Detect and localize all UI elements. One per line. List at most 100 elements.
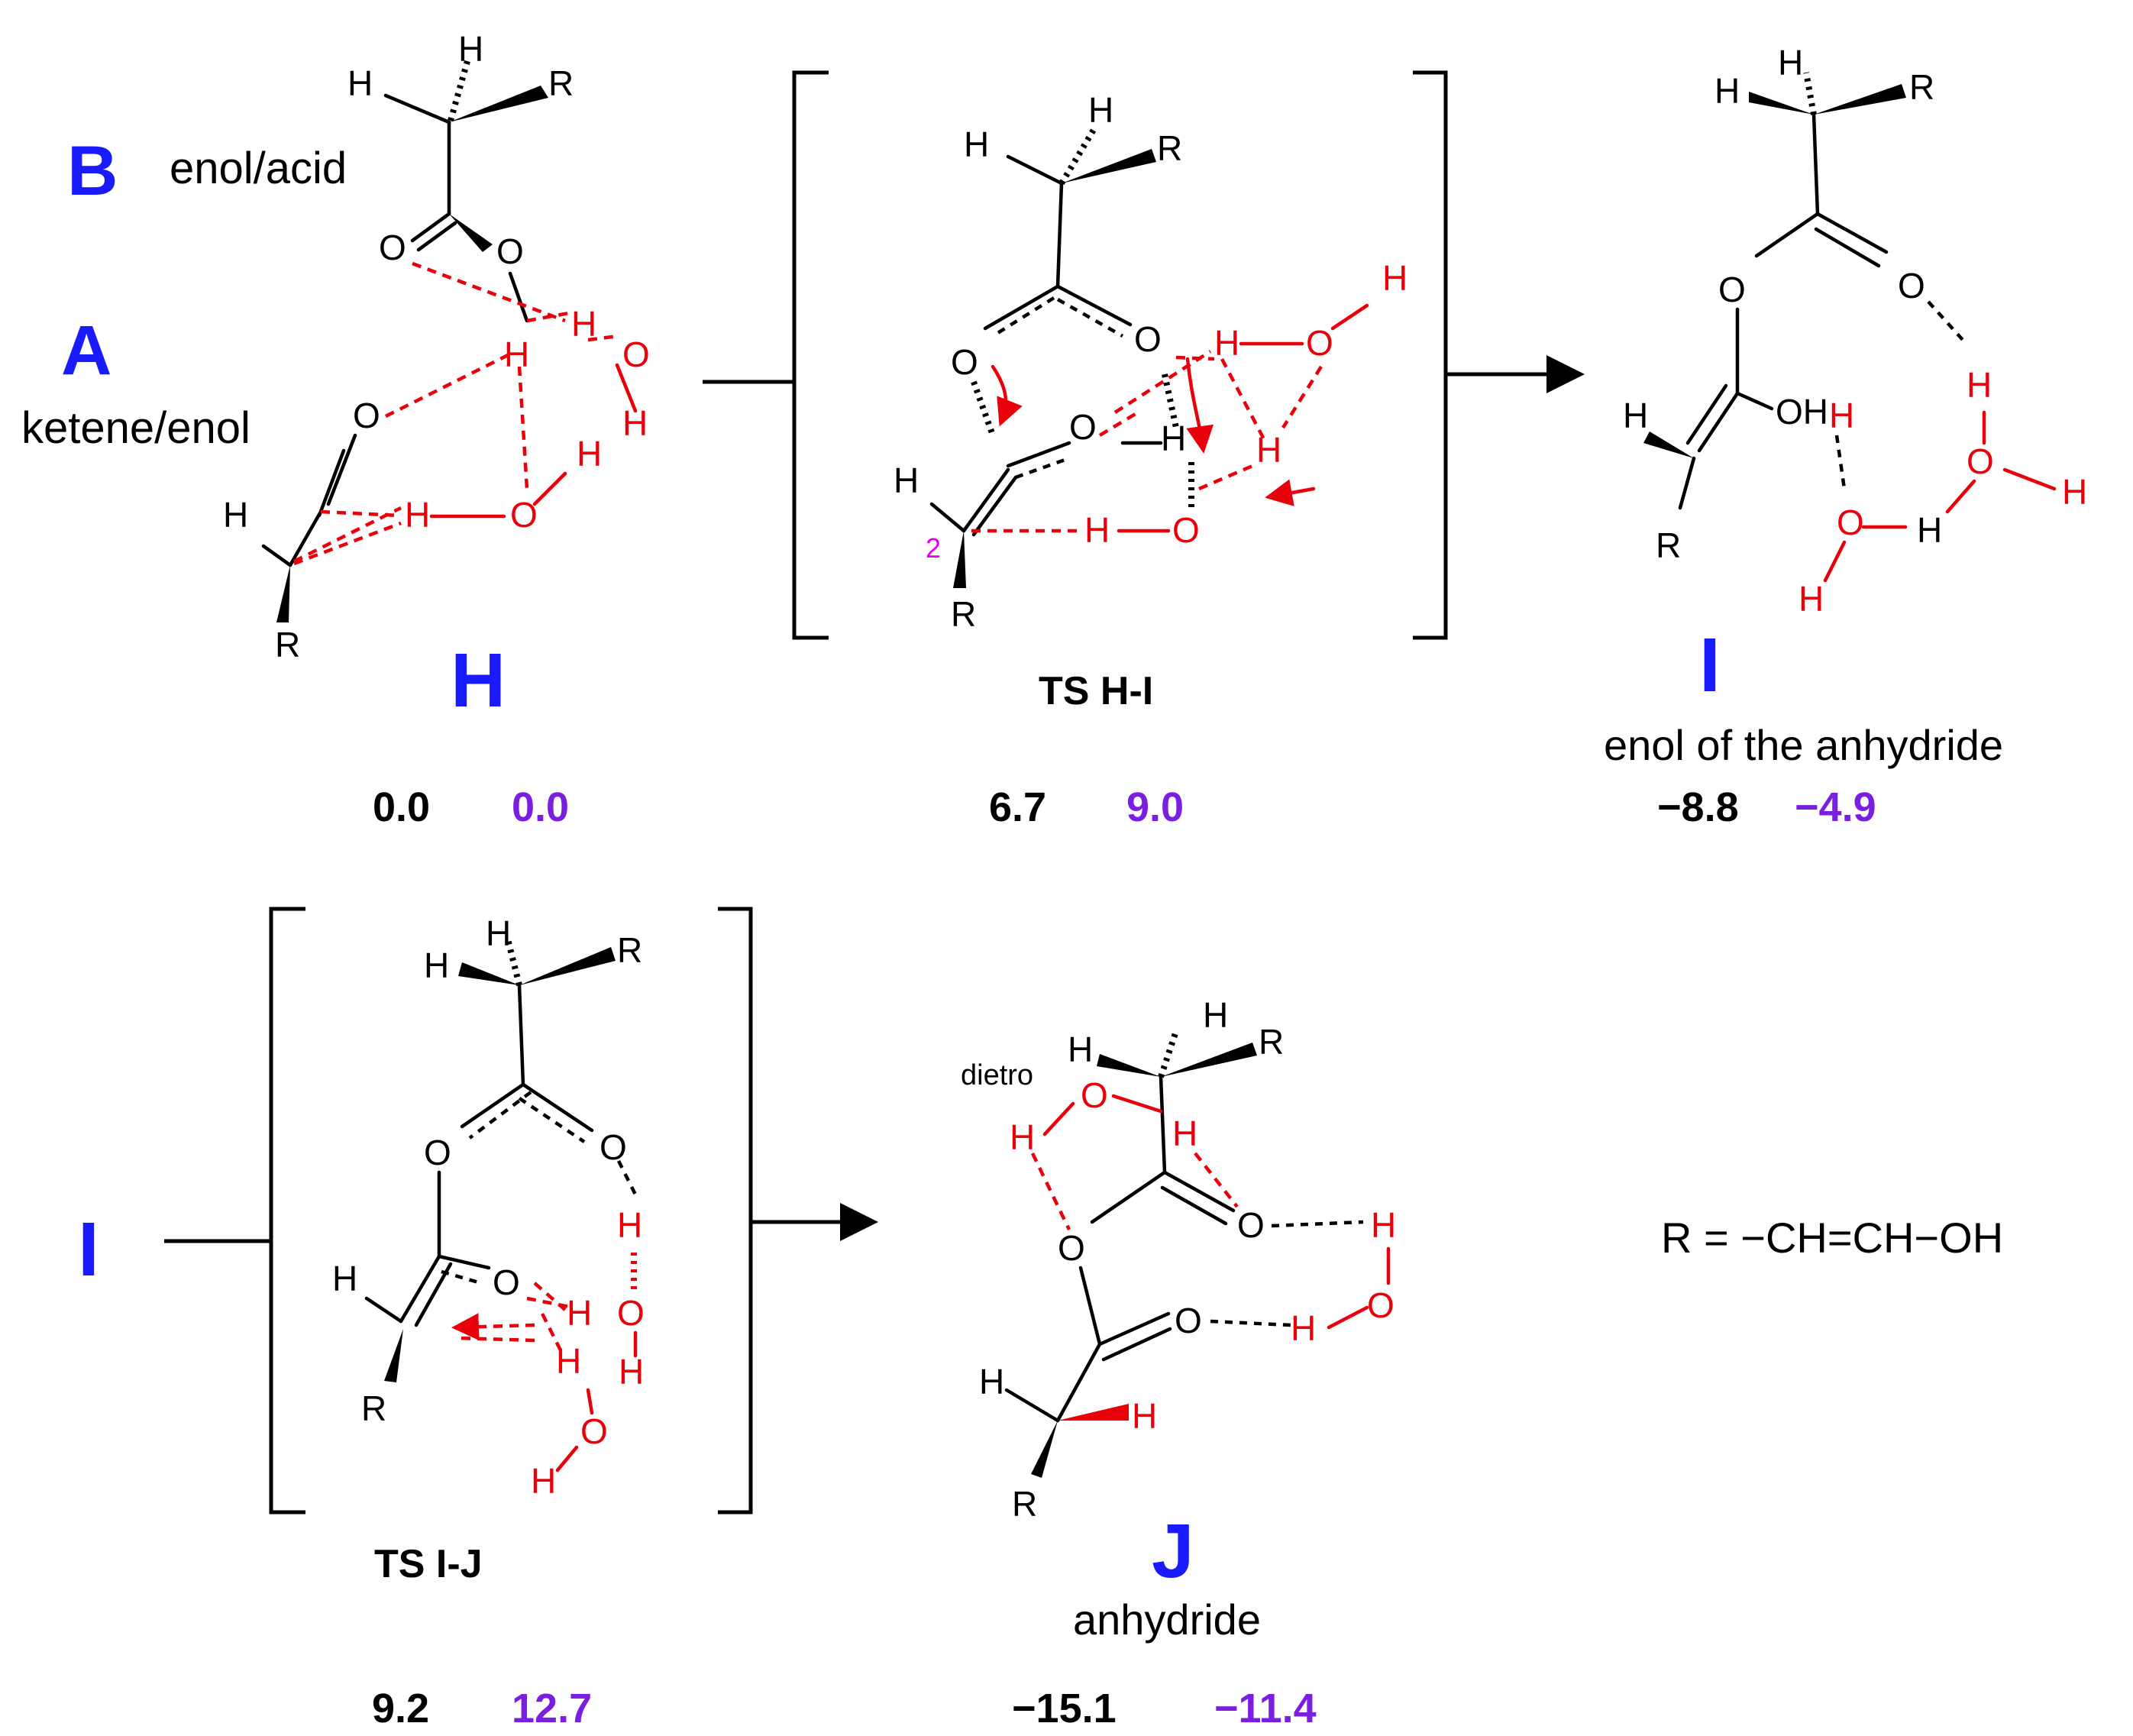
ts-i-j: H H R O O O H R H H O H H O H — [269, 907, 753, 1515]
atom-h: H — [1371, 1205, 1396, 1245]
ts-i-j-label: TS I-J — [374, 1542, 483, 1586]
atom-o: O — [951, 342, 978, 382]
substituent-definition: R = −CH=CH−OH — [1661, 1214, 2003, 1262]
energy-i-2: −4.9 — [1795, 784, 1876, 830]
atom-h: H — [1161, 419, 1186, 458]
atom-o: O — [1058, 1228, 1085, 1268]
atom-h: H — [1778, 43, 1803, 82]
atom-o: O — [1967, 441, 1994, 481]
atom-o: O — [1306, 323, 1333, 363]
atom-h: H — [1132, 1396, 1157, 1436]
ts-h-i-label: TS H-I — [1039, 669, 1153, 713]
structure-letter-i: I — [1699, 622, 1721, 708]
atom-r: R — [361, 1388, 386, 1428]
atom-r: R — [617, 930, 642, 970]
atom-h: H — [979, 1362, 1004, 1401]
atom-h: H — [571, 304, 596, 344]
atom-h: H — [577, 434, 602, 474]
atom-o: O — [424, 1133, 451, 1172]
desc-ketene-enol: ketene/enol — [21, 403, 250, 453]
energy-i-1: −8.8 — [1657, 784, 1739, 830]
energy-j-2: −11.4 — [1214, 1686, 1317, 1731]
atom-h: H — [567, 1293, 592, 1333]
atom-h: H — [347, 63, 373, 103]
atom-r: R — [1656, 525, 1681, 565]
atom-h: H — [1799, 579, 1824, 619]
atom-o: O — [510, 495, 538, 535]
atom-h: H — [1714, 71, 1740, 111]
atom-o: O — [1237, 1205, 1265, 1245]
note-dietro: dietro — [961, 1059, 1033, 1091]
bracket-right — [718, 907, 753, 1515]
atom-r: R — [275, 625, 300, 664]
structure-j: dietro H H R O O O H R H O H H H O H — [961, 995, 1396, 1524]
atom-o: O — [1837, 503, 1864, 542]
label-b: B — [67, 132, 118, 210]
atom-h: H — [1256, 430, 1281, 470]
structure-letter-i-row2: I — [78, 1207, 99, 1292]
energy-tshi-2: 9.0 — [1126, 784, 1184, 830]
energy-tsij-2: 12.7 — [512, 1686, 592, 1731]
atom-o: O — [1069, 407, 1097, 447]
structure-i: H H R O O OH H R H H H O H O H — [1623, 43, 2087, 619]
atom-h: H — [1203, 995, 1228, 1035]
atom-h: H — [1068, 1030, 1093, 1069]
atom-h: H — [1382, 258, 1407, 298]
energy-tsij-1: 9.2 — [372, 1686, 429, 1731]
atom-h: H — [964, 124, 989, 164]
bracket-left — [792, 70, 829, 640]
ts-h-i: H H R O O O H H R 2 H H O H H O — [792, 70, 1448, 640]
energy-h-1: 0.0 — [373, 784, 430, 830]
atom-h: H — [531, 1461, 556, 1501]
atom-r: R — [1259, 1022, 1284, 1062]
atom-h: H — [2062, 472, 2087, 512]
atom-o: O — [1134, 319, 1162, 359]
desc-enol-anhydride: enol of the anhydride — [1604, 721, 2003, 769]
atom-h: H — [894, 461, 919, 500]
atom-o: O — [600, 1127, 627, 1167]
atom-h: H — [424, 946, 449, 985]
desc-anhydride: anhydride — [1073, 1595, 1261, 1644]
atom-oh: OH — [1776, 392, 1828, 432]
bracket-left — [269, 907, 305, 1515]
atom-o: O — [622, 335, 650, 374]
atom-r: R — [951, 594, 976, 634]
energy-j-1: −15.1 — [1012, 1686, 1117, 1731]
atom-o: O — [496, 231, 524, 271]
atom-o: O — [1367, 1285, 1395, 1325]
label-a: A — [61, 312, 111, 390]
atom-h: H — [486, 913, 511, 953]
atom-h: H — [504, 335, 529, 374]
atom-h: H — [1010, 1117, 1035, 1157]
atom-o: O — [353, 396, 380, 435]
desc-enol-acid: enol/acid — [170, 144, 347, 193]
atom-h: H — [1172, 1114, 1197, 1153]
atom-h: H — [619, 1352, 644, 1392]
atom-o: O — [1172, 510, 1200, 550]
structure-letter-j: J — [1152, 1508, 1194, 1594]
atom-h: H — [223, 495, 248, 535]
atom-h: H — [458, 29, 483, 69]
structure-letter-h: H — [451, 638, 506, 723]
atom-o: O — [1718, 270, 1746, 309]
atom-o: O — [1898, 266, 1925, 305]
atom-h: H — [1623, 396, 1648, 435]
atom-h: H — [1829, 396, 1854, 435]
atom-h: H — [1088, 90, 1113, 130]
atom-h: H — [332, 1259, 357, 1298]
atom-o: O — [580, 1411, 608, 1451]
atom-r: R — [1909, 67, 1934, 107]
atom-r: R — [548, 63, 574, 103]
atom-o: O — [379, 228, 406, 267]
site-number: 2 — [926, 532, 941, 564]
atom-h: H — [1291, 1308, 1316, 1348]
atom-h: H — [1084, 510, 1110, 550]
energy-h-2: 0.0 — [512, 784, 569, 830]
structure-h: B enol/acid A ketene/enol H H R O O O H … — [21, 29, 650, 664]
atom-h: H — [1967, 365, 1992, 405]
atom-h: H — [405, 495, 430, 535]
atom-h: H — [1214, 323, 1239, 363]
atom-h: H — [617, 1205, 642, 1245]
atom-r: R — [1157, 128, 1182, 168]
